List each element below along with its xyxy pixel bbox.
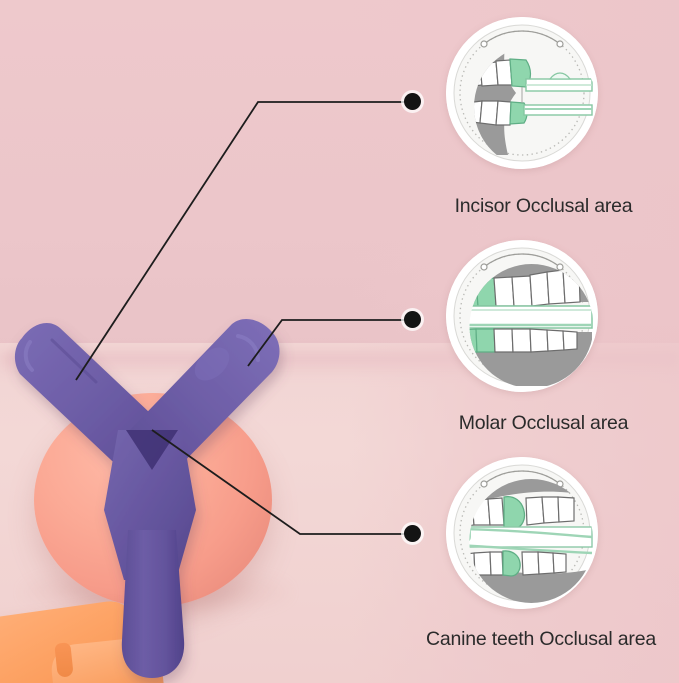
molar-occlusal-diagram — [446, 240, 598, 392]
leader-endpoint-dot-incisor — [404, 93, 421, 110]
incisor-occlusal-diagram — [446, 17, 598, 169]
leader-incisor — [75, 101, 406, 381]
caption-molar: Molar Occlusal area — [458, 412, 629, 434]
canine-occlusal-diagram — [446, 457, 598, 609]
molar-highlight-lower-2 — [476, 329, 495, 352]
trainer-left-edge-highlight — [23, 340, 34, 372]
trainer-right-edge-highlight — [236, 334, 260, 362]
leader-endpoint-dot-molar — [404, 311, 421, 328]
y-shaped-dental-trainer — [14, 318, 280, 678]
leader-canine — [151, 429, 406, 535]
leader-endpoint-dot-canine — [404, 525, 421, 542]
canine-highlight-lower — [503, 551, 520, 576]
caption-incisor: Incisor Occlusal area — [454, 195, 633, 217]
leader-molar — [247, 319, 406, 367]
caption-canine: Canine teeth Occlusal area — [425, 628, 657, 650]
trainer-stem — [121, 530, 185, 678]
trainer-right-arm-dimple — [194, 347, 230, 381]
trainer-left-arm-groove — [50, 338, 98, 384]
